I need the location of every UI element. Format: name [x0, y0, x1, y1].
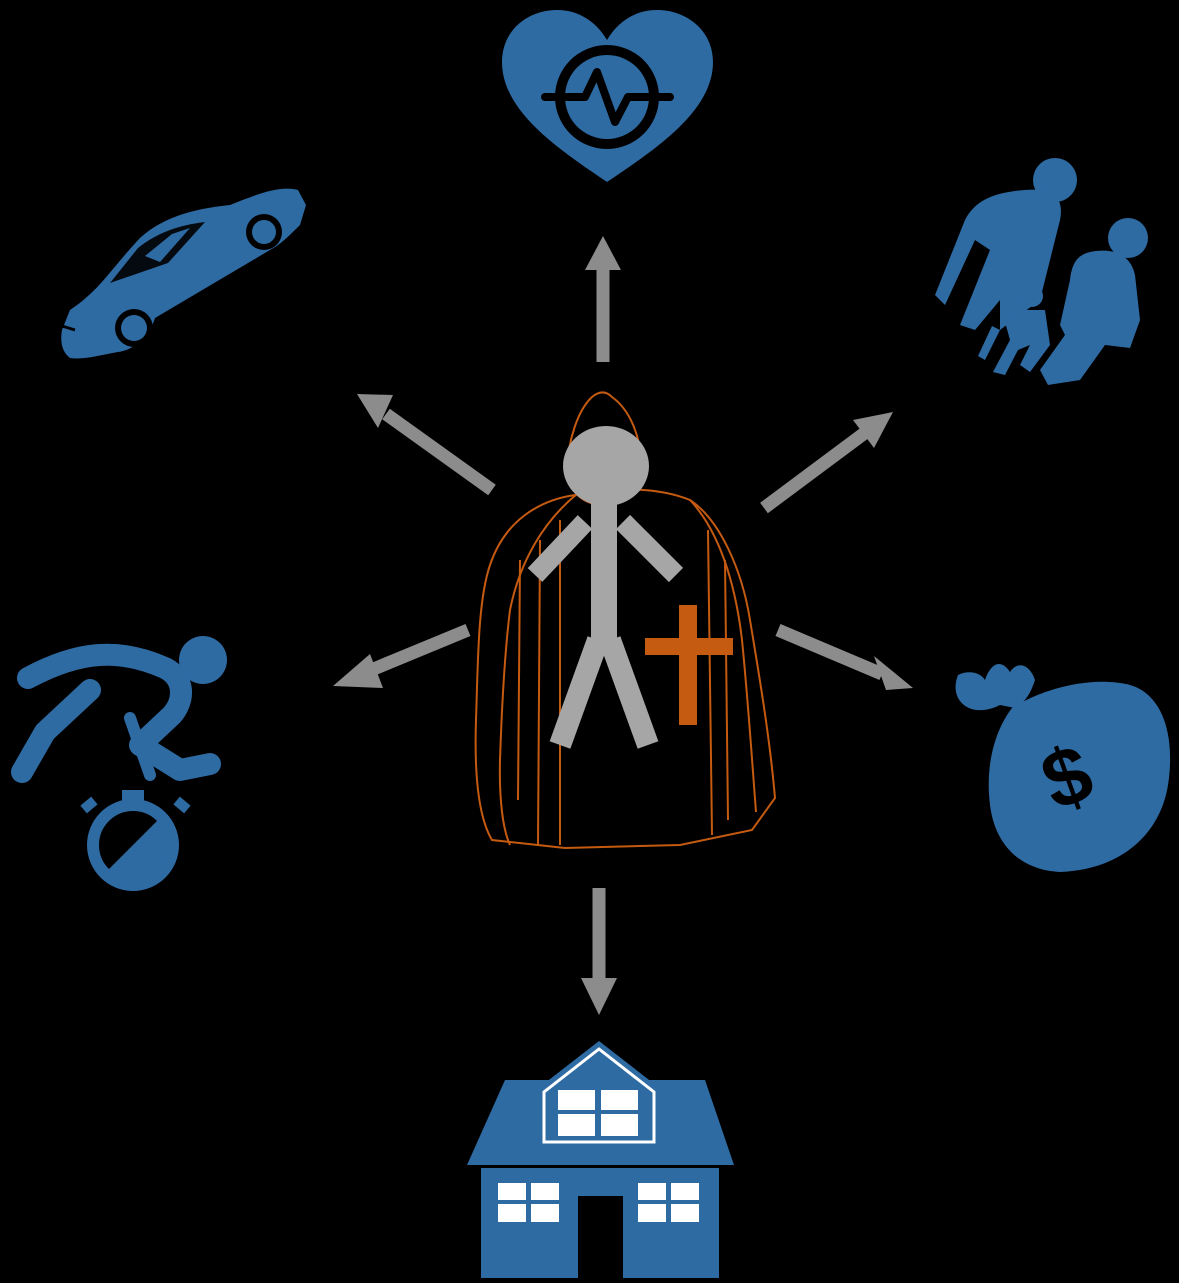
arrow-to-family [764, 412, 893, 508]
cross-icon [645, 605, 733, 725]
arrow-to-house [581, 888, 617, 1015]
center-caped-figure [476, 392, 775, 848]
cyclist-stopwatch-icon [22, 636, 227, 885]
money-bag-dollar-icon: $ [956, 664, 1171, 872]
arrow-to-money [778, 630, 913, 690]
stick-figure [535, 426, 676, 745]
arrow-to-fitness [333, 630, 468, 688]
car-icon [61, 189, 306, 359]
house-icon [467, 1041, 734, 1278]
family-icon [935, 158, 1148, 385]
arrow-to-car [357, 394, 492, 490]
heart-pulse-icon [502, 10, 713, 182]
arrow-to-health [585, 236, 621, 362]
